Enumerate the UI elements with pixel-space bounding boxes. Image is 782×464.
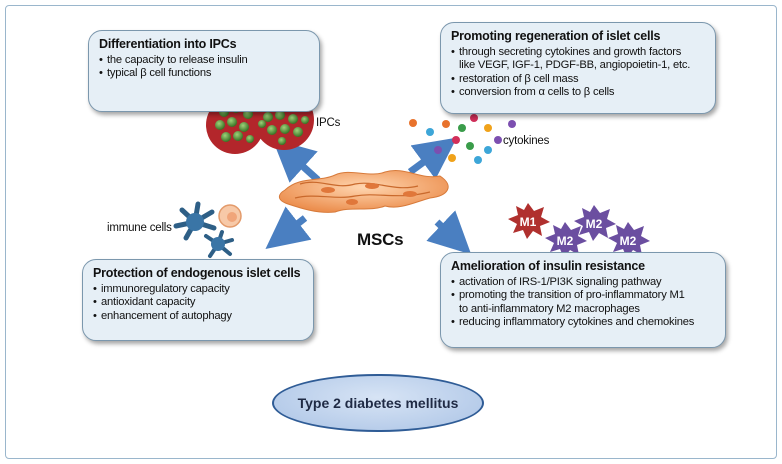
arrows [265, 137, 472, 255]
m1-label: M1 [520, 215, 537, 229]
regeneration-item-continuation: like VEGF, IGF-1, PDGF-BB, angiopoietin-… [459, 59, 691, 72]
cytokine-dots [409, 114, 516, 164]
amelioration-item: reducing inflammatory cytokines and chem… [451, 316, 715, 330]
amelioration-item-continuation: to anti-inflammatory M2 macrophages [459, 302, 640, 315]
m2-macrophage-1 [574, 205, 616, 241]
protection-box-title: Protection of endogenous islet cells [93, 266, 301, 280]
amelioration-box-title: Amelioration of insulin resistance [451, 259, 645, 273]
protection-item: antioxidant capacity [93, 296, 303, 310]
arrow-to-cytokines [407, 137, 457, 180]
ipcs-label: IPCs [316, 117, 341, 129]
m2-label-2: M2 [557, 234, 574, 248]
arrow-to-protection [265, 206, 312, 249]
disease-title: Type 2 diabetes mellitus [297, 395, 459, 411]
mscs-label: MSCs [357, 230, 404, 249]
m2-label-1: M2 [586, 217, 603, 231]
regeneration-item: restoration of β cell mass [451, 73, 705, 87]
ipc-item: the capacity to release insulin [99, 54, 309, 68]
disease-ellipse: Type 2 diabetes mellitus [272, 374, 484, 432]
m2-macrophage-3 [608, 222, 650, 258]
m1-macrophage [508, 203, 550, 239]
regeneration-box: Promoting regeneration of islet cells th… [440, 22, 716, 114]
ipc-differentiation-box: Differentiation into IPCs the capacity t… [88, 30, 320, 112]
regeneration-item: conversion from α cells to β cells [451, 86, 705, 100]
ipc-box-title: Differentiation into IPCs [99, 37, 237, 51]
macrophages-illustration [508, 203, 650, 258]
amelioration-item: activation of IRS-1/PI3K signaling pathw… [451, 276, 715, 290]
arrow-to-ipcs [272, 138, 321, 183]
arrow-to-amelioration [426, 210, 472, 255]
msc-cells-illustration [278, 170, 449, 213]
protection-item: enhancement of autophagy [93, 310, 303, 324]
immune-cells-label: immune cells [107, 222, 172, 234]
regeneration-item: through secreting cytokines and growth f… [451, 46, 705, 60]
ipc-item: typical β cell functions [99, 67, 309, 81]
amelioration-item: promoting the transition of pro-inflamma… [451, 289, 715, 303]
protection-item: immunoregulatory capacity [93, 283, 303, 297]
amelioration-box: Amelioration of insulin resistance activ… [440, 252, 726, 348]
regeneration-box-title: Promoting regeneration of islet cells [451, 29, 661, 43]
m2-label-3: M2 [620, 234, 637, 248]
immune-cells-illustration [173, 201, 242, 258]
cytokines-label: cytokines [503, 135, 550, 147]
protection-box: Protection of endogenous islet cells imm… [82, 259, 314, 341]
m2-macrophage-2 [545, 222, 587, 258]
